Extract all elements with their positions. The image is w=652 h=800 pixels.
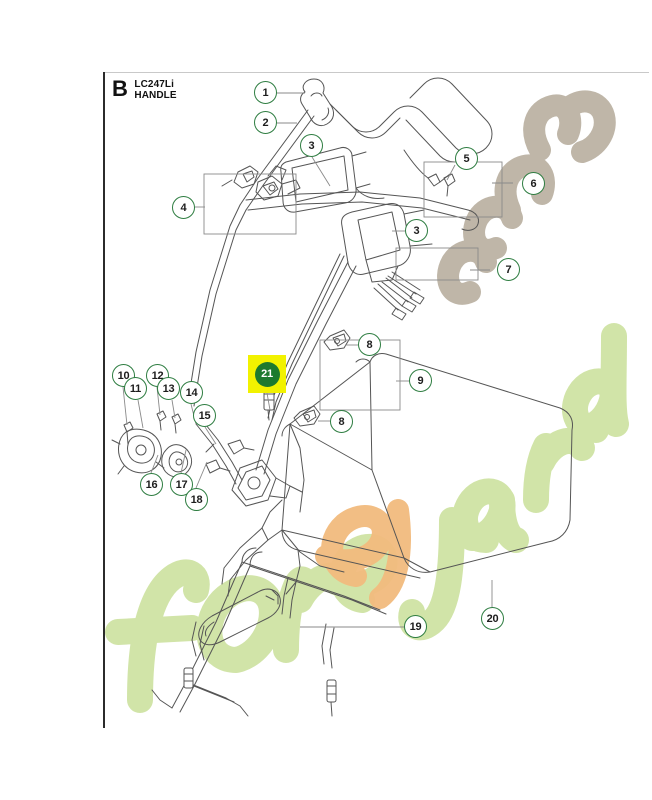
callout-17[interactable]: 17 [170,473,193,496]
leader-line-21 [266,392,271,411]
lower-handle-tube [255,261,357,475]
callout-7[interactable]: 7 [497,258,520,281]
callout-9[interactable]: 9 [409,369,432,392]
callout-3[interactable]: 3 [300,134,323,157]
leader-lines [122,92,513,628]
control-housing-main [341,203,433,283]
leader-line-15 [204,426,217,445]
leader-line-10 [122,386,128,426]
leader-line-16 [150,454,159,474]
leader-line-3 [311,156,331,187]
handle-height-bracket [231,459,303,507]
callout-20[interactable]: 20 [481,607,504,630]
bag-chute [281,423,345,573]
callout-15[interactable]: 15 [193,404,216,427]
left-knob-assembly [221,165,259,189]
control-lever [355,149,451,199]
bail-grip [198,588,281,646]
cable-connector-21 [263,387,275,421]
callout-3[interactable]: 3 [405,219,428,242]
leader-line-13 [171,399,176,419]
callout-13[interactable]: 13 [157,377,180,400]
header-text-block: LC247Li HANDLE [134,78,176,101]
callout-disc: 21 [254,361,280,387]
model-label: LC247Li [134,79,174,90]
frame-left-rule [103,72,105,728]
screws-cluster-7 [373,271,425,321]
cable-clamp-upper-8 [323,329,351,351]
frame-top-rule [103,72,649,73]
callout-14[interactable]: 14 [180,381,203,404]
callout-8[interactable]: 8 [358,333,381,356]
callout-2[interactable]: 2 [254,111,277,134]
diagram-header: B LC247Li HANDLE [112,76,177,102]
callout-4[interactable]: 4 [172,196,195,219]
section-letter: B [112,76,128,101]
callout-5[interactable]: 5 [455,147,478,170]
callout-16[interactable]: 16 [140,473,163,496]
callout-8[interactable]: 8 [330,410,353,433]
handlebar-left-grip [300,78,335,127]
handlebar-left-clamp [255,165,301,201]
callout-11[interactable]: 11 [124,377,147,400]
frame-connector-left [183,667,194,689]
bracket-4 [203,173,297,235]
leader-line-5 [446,164,456,181]
callout-1[interactable]: 1 [254,81,277,104]
handlebar-upper-left-tube [187,109,315,407]
callout-19[interactable]: 19 [404,615,427,638]
callout-21-highlighted[interactable]: 21 [248,355,286,393]
lower-bail-frame [151,547,387,717]
leader-line-18 [195,461,208,489]
leader-line-17 [180,449,187,474]
leader-line-11 [137,399,144,429]
frame-connector-right [326,679,337,717]
callout-6[interactable]: 6 [522,172,545,195]
bracket-7 [395,247,479,281]
assembly-label: HANDLE [134,90,177,101]
callout-18[interactable]: 18 [185,488,208,511]
